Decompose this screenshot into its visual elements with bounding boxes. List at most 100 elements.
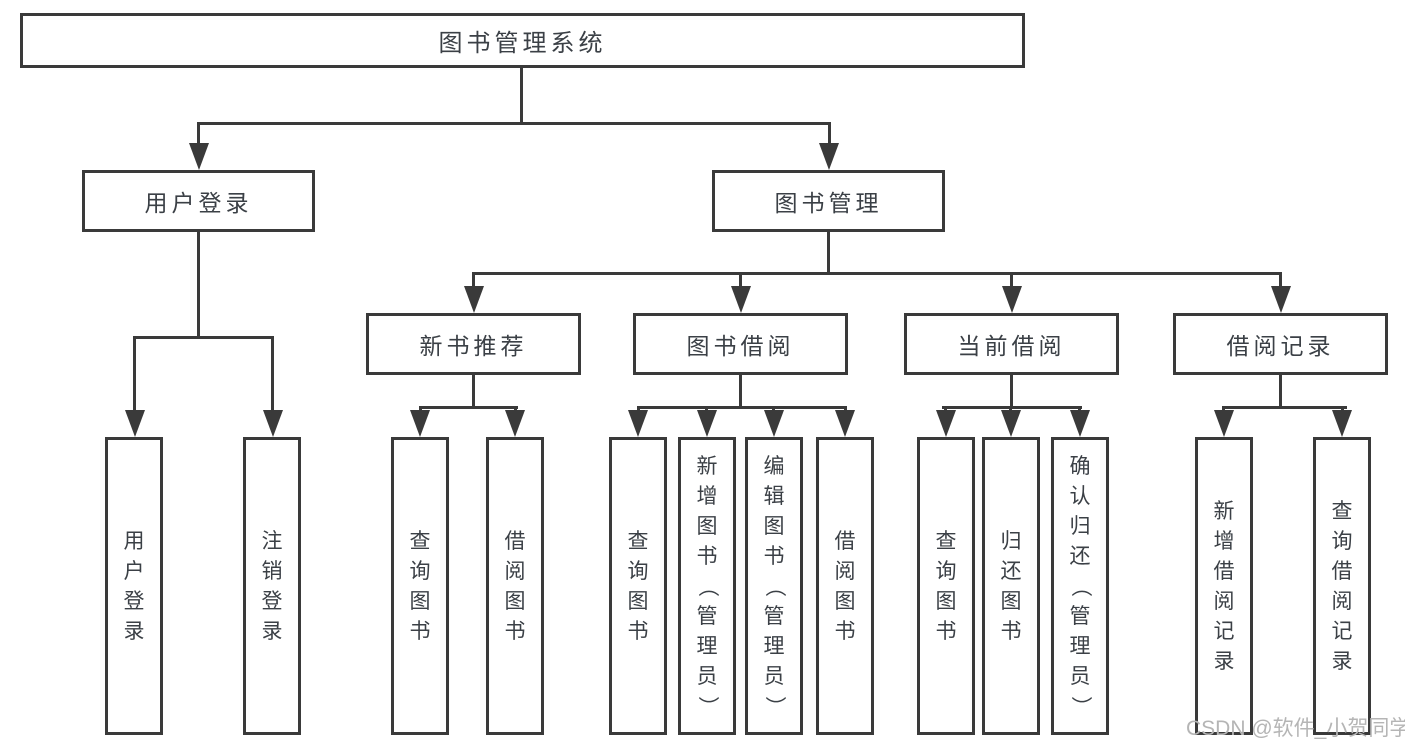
node-borrow-records: 借阅记录 bbox=[1173, 313, 1388, 375]
connector-book-borrow-stem bbox=[739, 375, 742, 409]
connector-book-mgmt-drop-1 bbox=[472, 272, 475, 288]
arrow-down-icon bbox=[1070, 410, 1090, 437]
vertical-char: ） bbox=[695, 695, 719, 717]
arrow-down-icon bbox=[1001, 410, 1021, 437]
vertical-char: （ bbox=[762, 575, 786, 597]
connector-root-branch bbox=[197, 122, 831, 125]
vertical-char: 图 bbox=[627, 589, 649, 613]
arrow-down-icon bbox=[1002, 286, 1022, 313]
arrow-down-icon bbox=[1271, 286, 1291, 313]
vertical-char: 销 bbox=[261, 559, 283, 583]
vertical-char: 书 bbox=[627, 619, 649, 643]
connector-borrow-records-branch bbox=[1222, 406, 1347, 409]
leaf-borrow-query: 查询图书 bbox=[609, 437, 667, 735]
vertical-char: ） bbox=[762, 695, 786, 717]
vertical-char: 借 bbox=[1213, 559, 1235, 583]
vertical-char: 员 bbox=[763, 664, 785, 688]
arrow-down-icon bbox=[697, 410, 717, 437]
connector-user-login-drop-2 bbox=[271, 336, 274, 412]
node-book-mgmt: 图书管理 bbox=[712, 170, 945, 232]
leaf-records-query: 查询借阅记录 bbox=[1313, 437, 1371, 735]
vertical-char: 管 bbox=[696, 604, 718, 628]
vertical-char: 查 bbox=[935, 529, 957, 553]
node-book-mgmt-label: 图书管理 bbox=[774, 190, 883, 216]
vertical-char: 录 bbox=[261, 619, 283, 643]
vertical-char: 新 bbox=[1213, 499, 1235, 523]
vertical-char: 图 bbox=[763, 514, 785, 538]
vertical-char: 户 bbox=[123, 559, 145, 583]
vertical-char: 借 bbox=[1331, 559, 1353, 583]
vertical-char: 录 bbox=[1213, 649, 1235, 673]
vertical-char: 增 bbox=[696, 484, 718, 508]
connector-new-book-stem bbox=[472, 375, 475, 409]
vertical-char: 记 bbox=[1213, 619, 1235, 643]
leaf-borrow-add-admin: 新增图书（管理员） bbox=[678, 437, 736, 735]
vertical-char: 书 bbox=[935, 619, 957, 643]
watermark: CSDN @软件_小贺同学 bbox=[1186, 717, 1405, 740]
vertical-char: 记 bbox=[1331, 619, 1353, 643]
vertical-char: 录 bbox=[123, 619, 145, 643]
vertical-char: 理 bbox=[696, 634, 718, 658]
vertical-char: 录 bbox=[1331, 649, 1353, 673]
connector-root-drop-right bbox=[828, 122, 831, 146]
leaf-borrow-edit-admin: 编辑图书（管理员） bbox=[745, 437, 803, 735]
leaf-borrow-borrow: 借阅图书 bbox=[816, 437, 874, 735]
arrow-down-icon bbox=[1214, 410, 1234, 437]
vertical-char: 图 bbox=[834, 589, 856, 613]
vertical-char: 员 bbox=[1069, 664, 1091, 688]
node-current-borrow: 当前借阅 bbox=[904, 313, 1119, 375]
node-new-book-label: 新书推荐 bbox=[419, 333, 528, 359]
leaf-records-add: 新增借阅记录 bbox=[1195, 437, 1253, 735]
vertical-char: 阅 bbox=[1213, 589, 1235, 613]
arrow-down-icon bbox=[410, 410, 430, 437]
vertical-char: 确 bbox=[1069, 454, 1091, 478]
arrow-down-icon bbox=[263, 410, 283, 437]
node-current-borrow-label: 当前借阅 bbox=[957, 333, 1066, 359]
vertical-char: 员 bbox=[696, 664, 718, 688]
vertical-char: 阅 bbox=[834, 559, 856, 583]
vertical-char: 书 bbox=[696, 544, 718, 568]
vertical-char: 认 bbox=[1069, 484, 1091, 508]
vertical-char: 查 bbox=[627, 529, 649, 553]
arrow-down-icon bbox=[764, 410, 784, 437]
vertical-char: 查 bbox=[409, 529, 431, 553]
arrow-down-icon bbox=[819, 143, 839, 170]
connector-book-mgmt-drop-2 bbox=[739, 272, 742, 288]
node-user-login: 用户登录 bbox=[82, 170, 315, 232]
leaf-current-query: 查询图书 bbox=[917, 437, 975, 735]
vertical-char: 管 bbox=[1069, 604, 1091, 628]
vertical-char: 还 bbox=[1000, 559, 1022, 583]
vertical-char: 图 bbox=[504, 589, 526, 613]
vertical-char: 借 bbox=[834, 529, 856, 553]
leaf-current-confirm-admin: 确认归还（管理员） bbox=[1051, 437, 1109, 735]
arrow-down-icon bbox=[835, 410, 855, 437]
node-root-label: 图书管理系统 bbox=[438, 30, 607, 57]
vertical-char: 询 bbox=[935, 559, 957, 583]
connector-book-mgmt-drop-3 bbox=[1010, 272, 1013, 288]
vertical-char: 询 bbox=[1331, 529, 1353, 553]
vertical-char: 登 bbox=[123, 589, 145, 613]
vertical-char: 增 bbox=[1213, 529, 1235, 553]
arrow-down-icon bbox=[1332, 410, 1352, 437]
leaf-user-login: 用户登录 bbox=[105, 437, 163, 735]
vertical-char: 用 bbox=[123, 529, 145, 553]
connector-new-book-branch bbox=[419, 406, 518, 409]
connector-user-login-drop-1 bbox=[133, 336, 136, 412]
vertical-char: 登 bbox=[261, 589, 283, 613]
arrow-down-icon bbox=[505, 410, 525, 437]
vertical-char: 书 bbox=[1000, 619, 1022, 643]
vertical-char: 书 bbox=[763, 544, 785, 568]
connector-book-mgmt-stem bbox=[827, 232, 830, 275]
node-book-borrow: 图书借阅 bbox=[633, 313, 848, 375]
arrow-down-icon bbox=[464, 286, 484, 313]
vertical-char: 归 bbox=[1000, 529, 1022, 553]
vertical-char: 新 bbox=[696, 454, 718, 478]
node-user-login-label: 用户登录 bbox=[144, 190, 253, 216]
arrow-down-icon bbox=[189, 143, 209, 170]
vertical-char: ） bbox=[1068, 695, 1092, 717]
vertical-char: 理 bbox=[763, 634, 785, 658]
connector-user-login-stem bbox=[197, 232, 200, 339]
vertical-char: 阅 bbox=[1331, 589, 1353, 613]
vertical-char: 询 bbox=[409, 559, 431, 583]
leaf-new-book-borrow: 借阅图书 bbox=[486, 437, 544, 735]
